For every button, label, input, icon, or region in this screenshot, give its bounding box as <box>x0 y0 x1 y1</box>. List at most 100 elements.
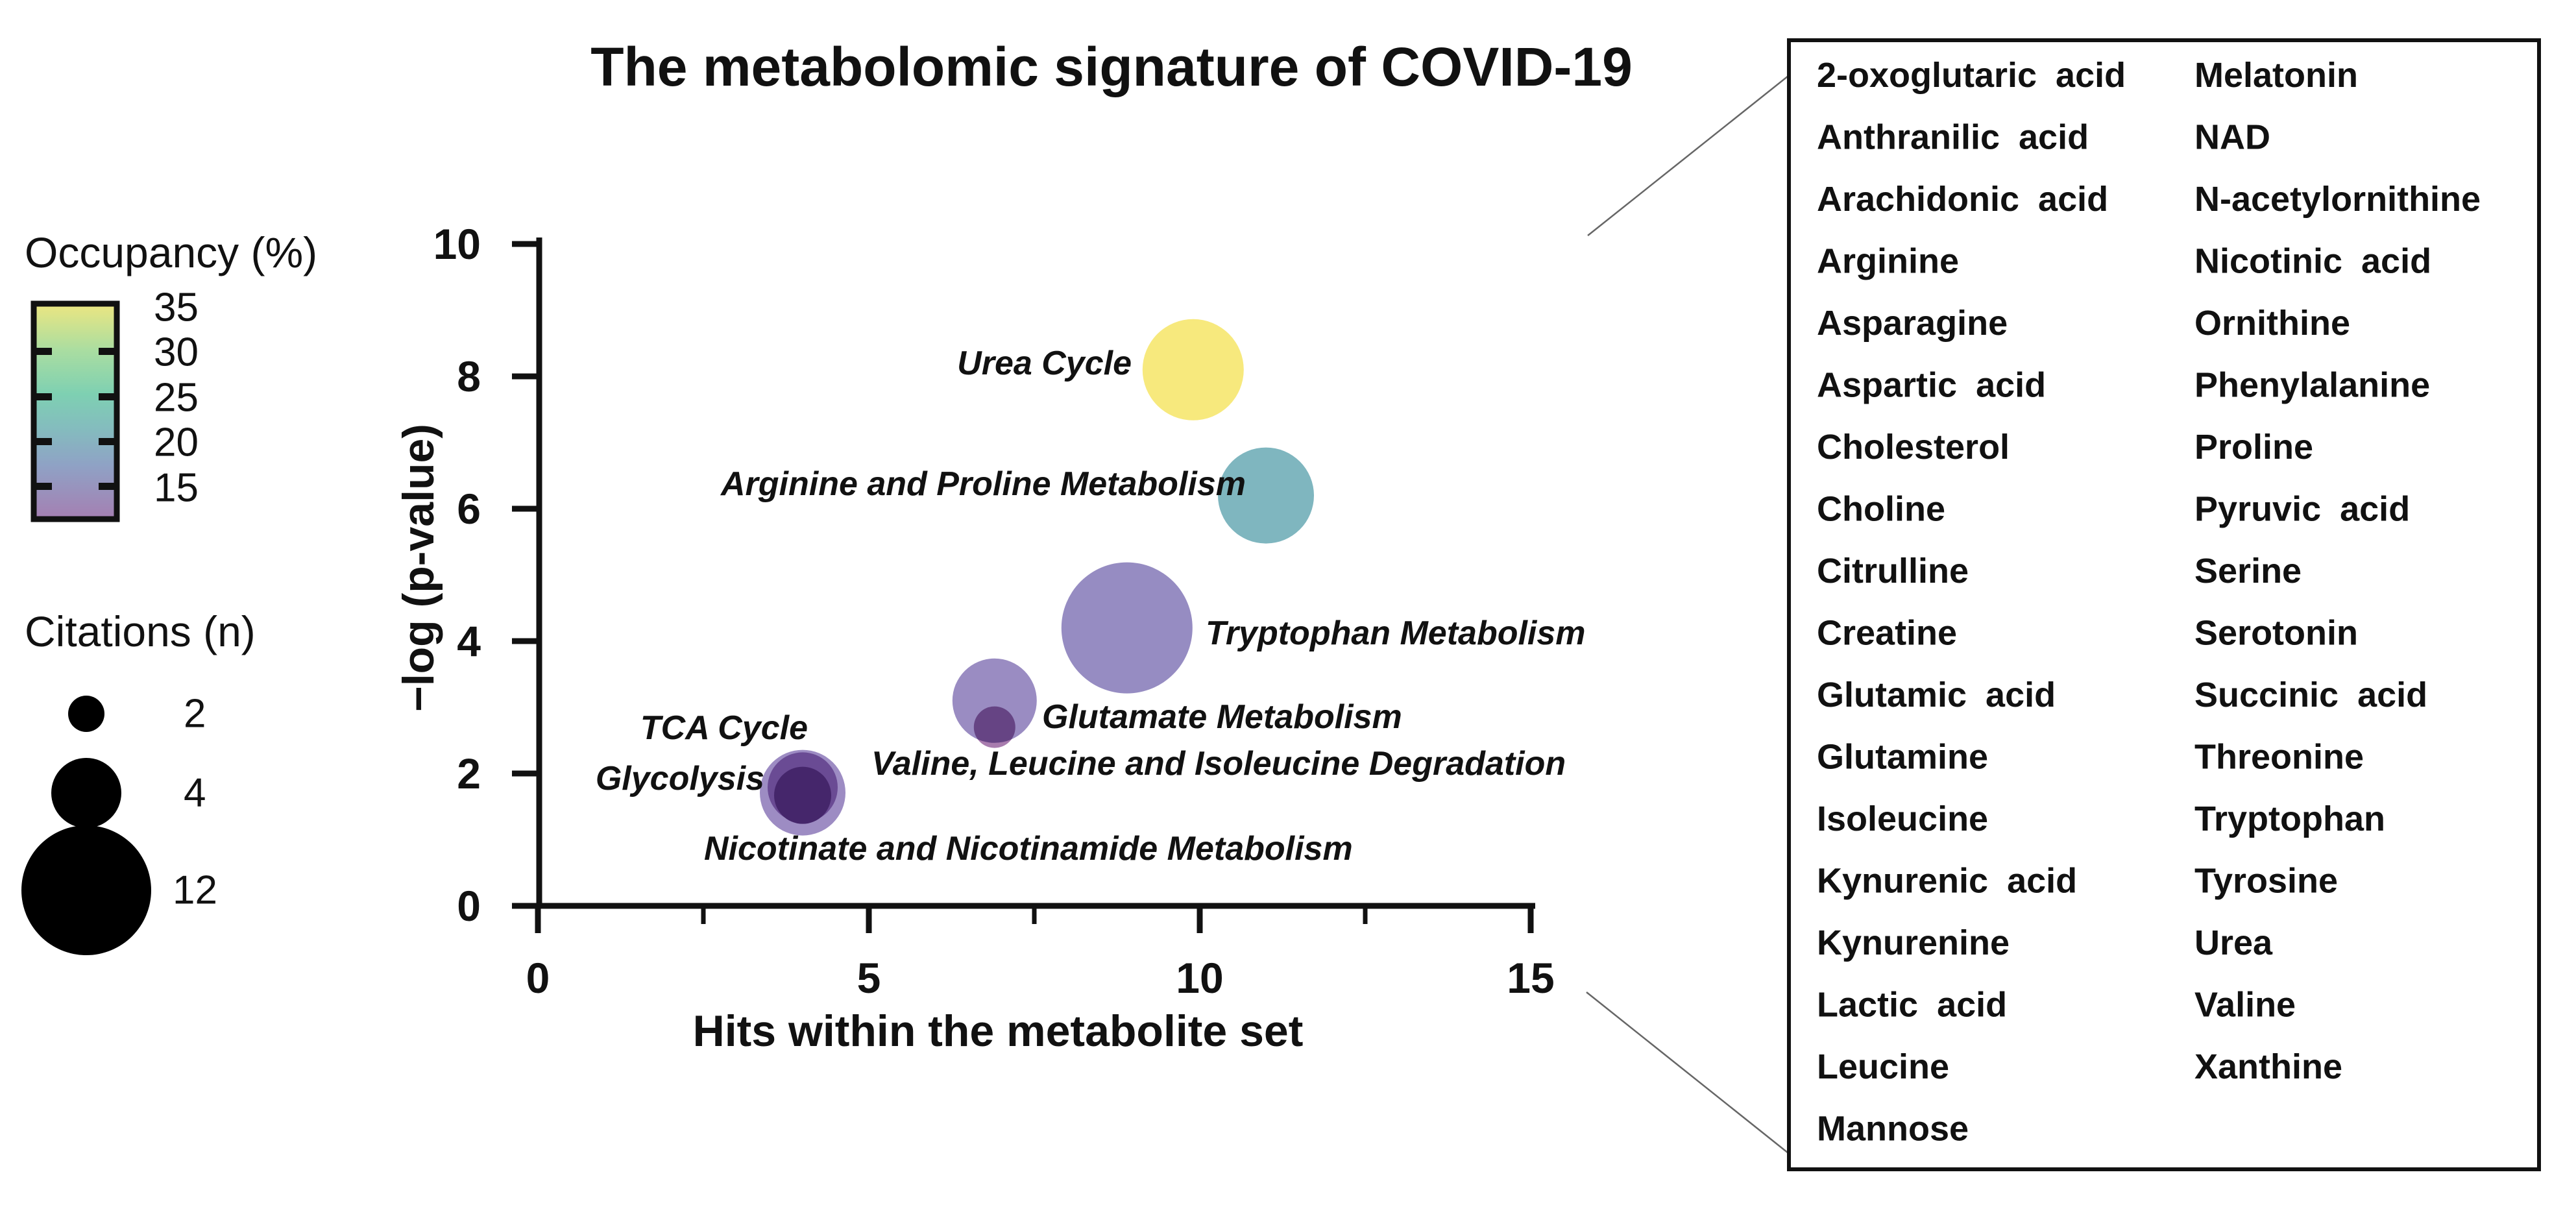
bubble-label-tca-cycle: TCA Cycle <box>640 709 808 747</box>
metabolite-item: Aspartic acid <box>1817 366 2046 405</box>
metabolite-item: Glutamic acid <box>1817 676 2056 714</box>
citations-circle-12 <box>21 825 151 955</box>
metabolite-item: Phenylalanine <box>2194 366 2430 405</box>
connector-line <box>1587 75 1789 236</box>
citations-legend: Citations (n) 2 4 12 <box>21 607 256 955</box>
y-tick-label: 2 <box>457 749 481 797</box>
metabolite-item: Lactic acid <box>1817 986 2007 1025</box>
metabolite-item: Isoleucine <box>1817 799 1988 838</box>
metabolite-item: Citrulline <box>1817 552 1969 590</box>
connector-line <box>1586 992 1789 1154</box>
metabolite-item: Arginine <box>1817 242 1959 281</box>
colorbar-tick <box>99 483 117 490</box>
metabolite-item: Ornithine <box>2194 304 2350 343</box>
x-ticks: 0 5 10 15 <box>526 906 1555 1002</box>
colorbar-tick <box>99 393 117 400</box>
y-tick-label: 10 <box>433 220 481 268</box>
metabolite-item: Mannose <box>1817 1110 1969 1149</box>
metabolite-item: Arachidonic acid <box>1817 180 2108 219</box>
bubble-tryptophan-metabolism <box>1061 562 1193 694</box>
colorbar-value: 15 <box>154 466 199 511</box>
metabolite-item: Valine <box>2194 986 2296 1025</box>
metabolite-item: Proline <box>2194 428 2313 467</box>
metabolite-item: Cholesterol <box>1817 428 2010 467</box>
colorbar-tick <box>34 438 52 445</box>
colorbar-tick <box>99 438 117 445</box>
metabolite-item: N-acetylornithine <box>2194 180 2481 219</box>
colorbar-tick <box>34 348 52 355</box>
bubble-label-arginine-and-proline-metabolism: Arginine and Proline Metabolism <box>720 465 1246 503</box>
metabolite-item: Kynurenine <box>1817 923 2010 962</box>
colorbar-value: 35 <box>154 286 199 330</box>
x-tick-label: 5 <box>857 954 881 1002</box>
metabolite-item: Asparagine <box>1817 304 2008 343</box>
citations-circle-4 <box>51 758 121 828</box>
colorbar-tick <box>99 348 117 355</box>
citations-value: 4 <box>184 771 206 816</box>
metabolite-item: Tryptophan <box>2194 799 2385 838</box>
bubble-label-layer: Nicotinate and Nicotinamide MetabolismTC… <box>596 345 1586 868</box>
metabolite-item: Succinic acid <box>2194 676 2427 714</box>
metabolite-item: Pyruvic acid <box>2194 490 2410 529</box>
x-axis-title: Hits within the metabolite set <box>693 1006 1304 1056</box>
y-tick-label: 8 <box>457 352 481 400</box>
colorbar-value: 30 <box>154 330 199 375</box>
bubble-valine-leucine-and-isoleucine-degradation <box>973 706 1015 748</box>
bubble-arginine-and-proline-metabolism <box>1218 447 1314 544</box>
metabolite-item: Glutamine <box>1817 738 1988 777</box>
axes: 0 5 10 15 0 2 4 6 8 10 Hits within the metabolit… <box>394 220 1555 1056</box>
y-tick-label: 0 <box>457 882 481 930</box>
y-ticks: 0 2 4 6 8 10 <box>433 220 539 930</box>
metabolite-item: Threonine <box>2194 738 2364 777</box>
chart-title: The metabolomic signature of COVID-19 <box>590 36 1633 97</box>
metabolite-box-border <box>1787 38 2541 1171</box>
metabolite-item: Serotonin <box>2194 614 2358 653</box>
metabolite-item: Melatonin <box>2194 56 2358 95</box>
metabolite-item: Serine <box>2194 552 2302 590</box>
x-tick-label: 0 <box>526 954 550 1002</box>
citations-value: 12 <box>173 868 217 913</box>
y-axis-title: −log (p-value) <box>394 424 443 712</box>
citations-circle-2 <box>68 696 104 732</box>
metabolite-item: Anthranilic acid <box>1817 118 2089 157</box>
y-tick-label: 6 <box>457 485 481 533</box>
colorbar-tick <box>34 483 52 490</box>
occupancy-legend-title: Occupancy (%) <box>25 228 317 276</box>
colorbar-value: 25 <box>154 376 199 420</box>
bubble-label-valine-leucine-and-isoleucine-degradation: Valine, Leucine and Isoleucine Degradati… <box>871 745 1566 783</box>
colorbar-tick <box>34 393 52 400</box>
bubble-glycolysis <box>774 766 831 824</box>
citation-entries: 2 4 12 <box>21 692 217 955</box>
metabolite-item: Choline <box>1817 490 1945 529</box>
bubble-glutamate-metabolism <box>952 658 1037 743</box>
metabolite-item: Creatine <box>1817 614 1957 653</box>
metabolite-item: Kynurenic acid <box>1817 862 2077 901</box>
connector-lines <box>1586 75 1789 1154</box>
bubble-label-tryptophan-metabolism: Tryptophan Metabolism <box>1206 615 1586 652</box>
metabolite-item: Urea <box>2194 923 2273 962</box>
x-tick-label: 15 <box>1507 954 1554 1002</box>
metabolite-item: Nicotinic acid <box>2194 242 2431 281</box>
y-tick-label: 4 <box>457 617 481 665</box>
bubble-label-urea-cycle: Urea Cycle <box>957 345 1132 382</box>
citations-value: 2 <box>184 692 206 736</box>
colorbar-value: 20 <box>154 420 199 465</box>
bubble-layer <box>760 319 1314 836</box>
metabolite-item: NAD <box>2194 118 2270 157</box>
x-tick-label: 10 <box>1176 954 1223 1002</box>
bubble-label-glycolysis: Glycolysis <box>596 760 764 797</box>
metabolite-item: 2-oxoglutaric acid <box>1817 56 2126 95</box>
bubble-urea-cycle <box>1142 319 1244 420</box>
metabolite-item: Tyrosine <box>2194 862 2338 901</box>
bubble-label-glutamate-metabolism: Glutamate Metabolism <box>1042 698 1402 736</box>
metabolite-item: Leucine <box>1817 1047 1949 1086</box>
citations-legend-title: Citations (n) <box>25 607 256 655</box>
metabolite-item: Xanthine <box>2194 1047 2342 1086</box>
